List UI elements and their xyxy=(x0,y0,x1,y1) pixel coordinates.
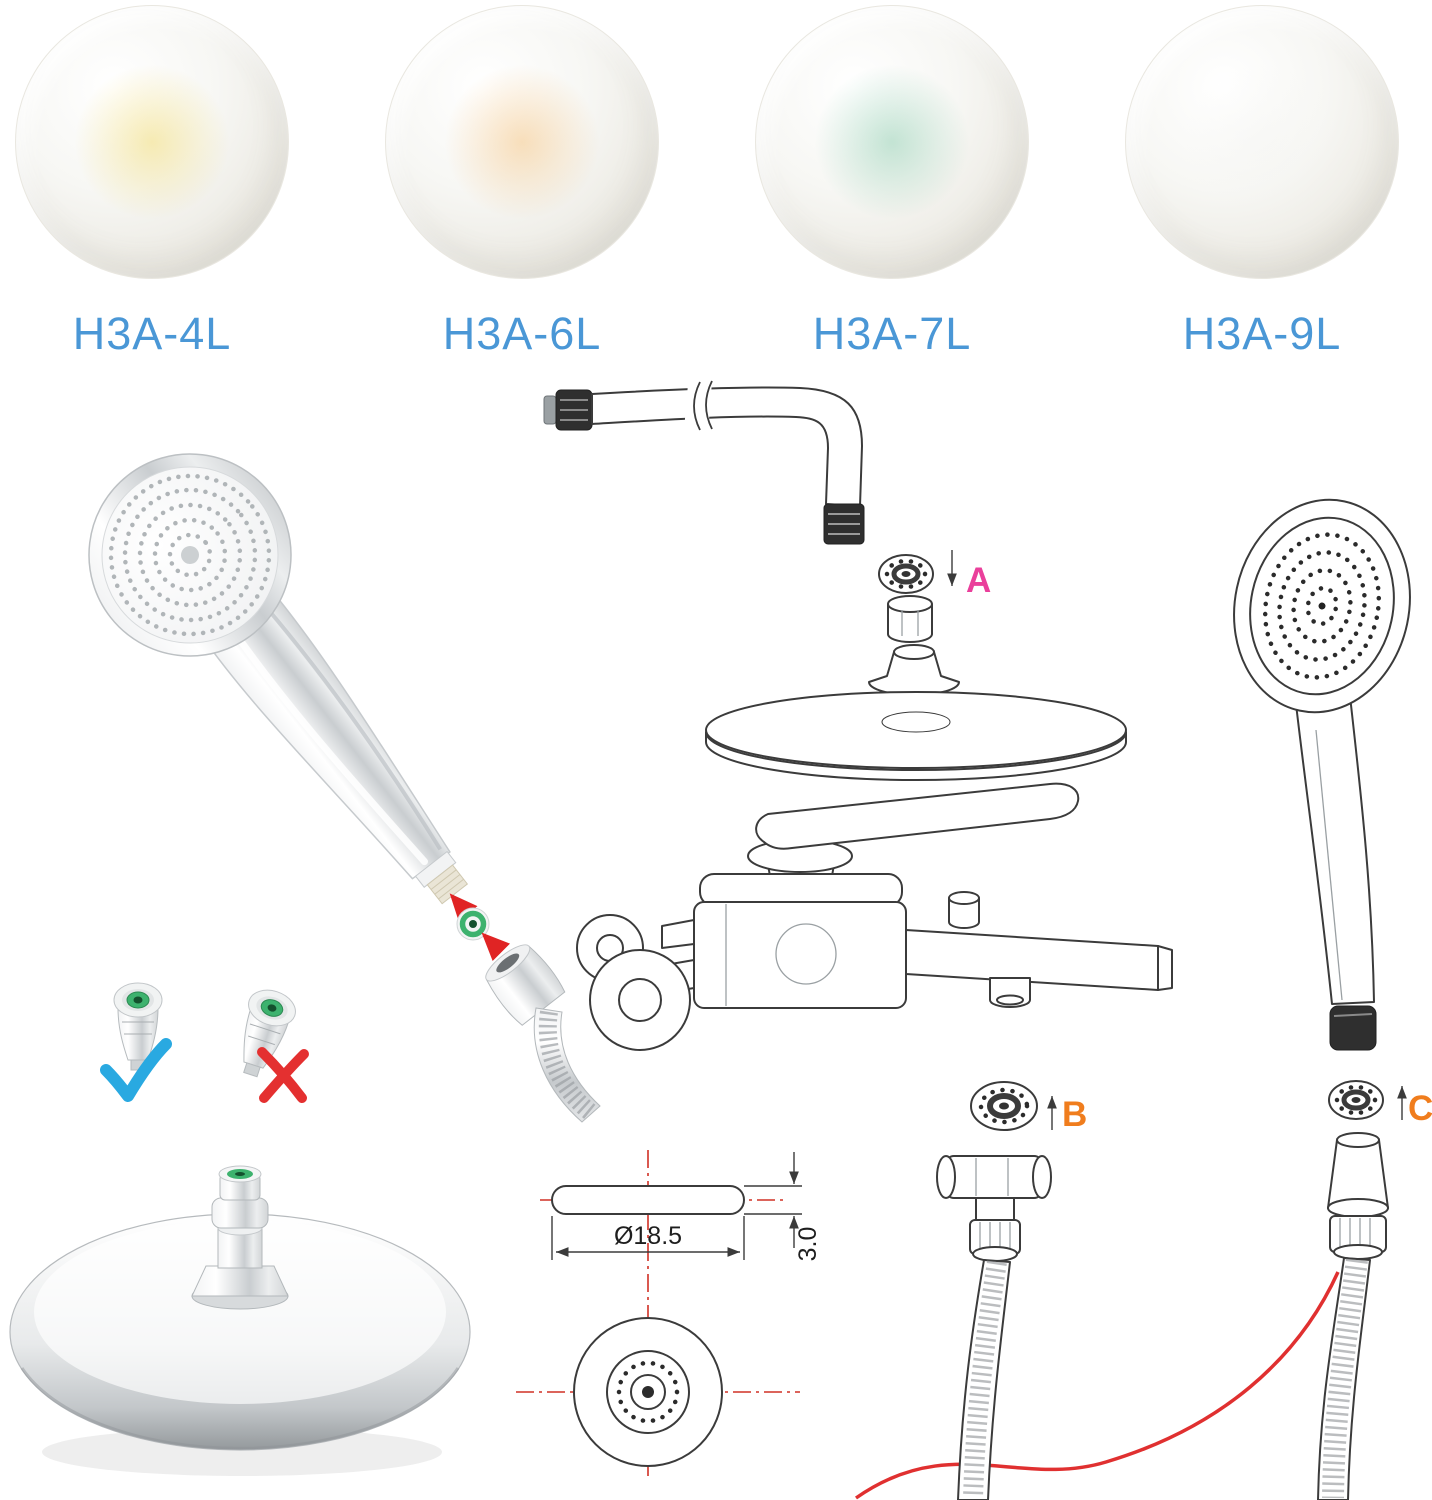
restrictor-tint xyxy=(784,34,1000,250)
diameter-dimension: Ø18.5 xyxy=(614,1222,682,1250)
handle-grip-band xyxy=(1329,1005,1377,1051)
restrictor-housing xyxy=(1125,5,1399,279)
restrictor-tint xyxy=(1154,34,1370,250)
red-arrow-icon xyxy=(481,932,510,961)
model-label: H3A-6L xyxy=(442,308,602,359)
arm-nut xyxy=(887,595,933,643)
callout-b: B xyxy=(1062,1095,1087,1134)
restrictor-photo xyxy=(1125,5,1399,279)
handle xyxy=(1295,695,1375,1005)
check-icon xyxy=(100,1038,172,1102)
washer-bottom-view xyxy=(573,1317,723,1467)
restrictor-photo xyxy=(15,5,289,279)
model-label: H3A-7L xyxy=(812,308,972,359)
connector-wrong-photo xyxy=(243,989,296,1078)
restrictor-housing xyxy=(755,5,1029,279)
restrictor-washer-a xyxy=(878,554,934,594)
washer-side-view xyxy=(551,1185,745,1215)
spout-aerator xyxy=(989,977,1031,1008)
rain-shower-photo xyxy=(9,1165,471,1476)
shower-arm-diagram: A xyxy=(543,380,1127,781)
mixer-lever xyxy=(755,782,1080,850)
callout-c: C xyxy=(1408,1089,1432,1128)
restrictor-housing xyxy=(15,5,289,279)
mixer-valve-diagram: B xyxy=(576,782,1173,1134)
thickness-dimension: 3.0 xyxy=(794,1227,822,1262)
hose-adapter-photo xyxy=(485,944,601,1123)
restrictor-model-h3a-7l: H3A-7L xyxy=(755,5,1029,360)
restrictor-housing xyxy=(385,5,659,279)
handheld-shower-photo xyxy=(88,453,469,905)
callout-a: A xyxy=(966,561,991,600)
insert-direction-arrows xyxy=(449,893,510,961)
cross-icon xyxy=(257,1047,309,1103)
arm-cone-fitting xyxy=(868,644,960,696)
restrictor-tint xyxy=(414,34,630,250)
model-label: H3A-4L xyxy=(72,308,232,359)
restrictor-model-h3a-9l: H3A-9L xyxy=(1125,5,1399,360)
hose-cone-connector xyxy=(1327,1132,1389,1218)
dimension-drawing: Ø18.5 3.0 xyxy=(516,1150,822,1476)
model-label: H3A-9L xyxy=(1182,308,1342,359)
restrictor-photo xyxy=(385,5,659,279)
restrictor-washer-b xyxy=(970,1081,1038,1131)
spout xyxy=(905,929,1159,991)
connector-correct-photo xyxy=(113,982,163,1071)
shower-hose-diagram xyxy=(936,1155,1052,1500)
restrictor-model-h3a-4l: H3A-4L xyxy=(15,5,289,360)
handheld-shower-diagram: C xyxy=(1233,498,1432,1500)
spray-head xyxy=(1233,498,1411,714)
restrictor-photo xyxy=(755,5,1029,279)
restrictor-washer-c xyxy=(1328,1080,1384,1120)
restrictor-model-h3a-6l: H3A-6L xyxy=(385,5,659,360)
restrictor-tint xyxy=(44,34,260,250)
hose-highlight-line xyxy=(854,1271,1340,1500)
diverter-knob xyxy=(948,891,980,929)
green-restrictor-insert xyxy=(456,907,490,941)
ceiling-plate xyxy=(705,691,1127,781)
